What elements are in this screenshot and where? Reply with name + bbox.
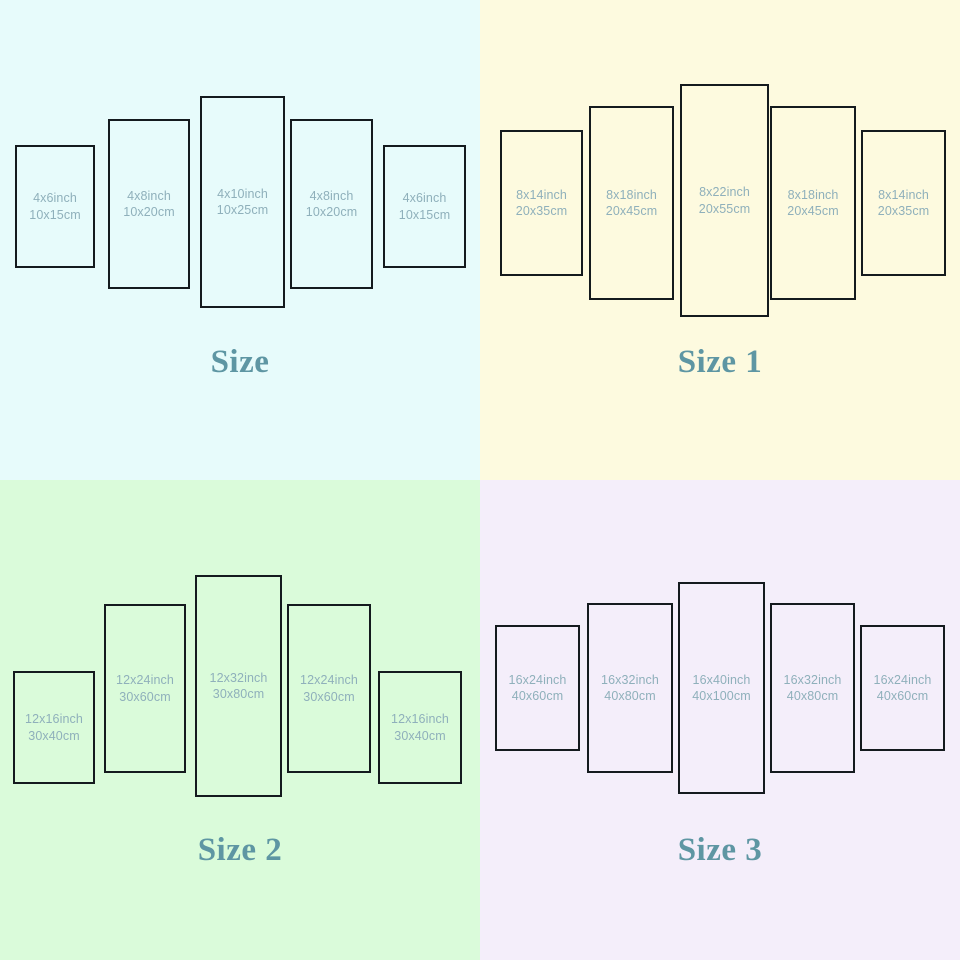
panel-dimension-label: 4x8inch 10x20cm [306, 188, 357, 221]
size-panel-size-5[interactable]: 4x6inch 10x15cm [383, 145, 466, 268]
panel-dimension-inch: 12x24inch [300, 673, 358, 687]
panel-dimension-inch: 4x8inch [309, 188, 354, 203]
panel-dimension-inch: 8x14inch [878, 187, 929, 202]
panel-dimension-label: 8x14inch 20x35cm [516, 187, 567, 220]
size-panel-size-1-1[interactable]: 8x14inch 20x35cm [500, 130, 583, 276]
size-panel-size-2-5[interactable]: 12x16inch 30x40cm [378, 671, 462, 784]
size-panel-size-2-1[interactable]: 12x16inch 30x40cm [13, 671, 95, 784]
size-panel-size-1-3[interactable]: 8x22inch 20x55cm [680, 84, 769, 317]
panel-dimension-inch: 16x24inch [508, 672, 567, 687]
panel-dimension-cm: 10x15cm [29, 207, 81, 222]
panel-dimension-label: 4x10inch 10x25cm [217, 186, 268, 219]
panel-dimension-cm: 30x60cm [303, 689, 355, 704]
quadrant-title-size: Size [210, 344, 270, 380]
panel-dimension-inch: 12x16inch [391, 712, 449, 726]
panel-dimension-inch: 16x32inch [783, 672, 842, 687]
size-panel-size-2-4[interactable]: 12x24inch 30x60cm [287, 604, 371, 773]
size-panel-size-3-2[interactable]: 16x32inch 40x80cm [587, 603, 673, 773]
panel-dimension-label: 12x32inch 30x80cm [210, 670, 268, 703]
panel-dimension-label: 4x6inch 10x15cm [29, 190, 80, 223]
panel-group-size-1: 8x14inch 20x35cm 8x18inch 20x45cm 8x22inch 20… [480, 0, 960, 480]
size-panel-size-1[interactable]: 4x6inch 10x15cm [15, 145, 95, 268]
panel-dimension-label: 16x24inch 40x60cm [874, 672, 932, 705]
panel-dimension-label: 8x14inch 20x35cm [878, 187, 929, 220]
panel-dimension-cm: 20x45cm [605, 204, 658, 218]
panel-group-size-3: 16x24inch 40x60cm 16x32inch 40x80cm 16x40inc… [480, 480, 960, 960]
panel-dimension-cm: 40x100cm [692, 689, 751, 703]
panel-group-size: 4x6inch 10x15cm 4x8inch 10x20cm 4x10inch 10x2… [0, 0, 480, 480]
size-panel-size-2[interactable]: 4x8inch 10x20cm [108, 119, 190, 289]
size-panel-size-3-1[interactable]: 16x24inch 40x60cm [495, 625, 580, 751]
panel-dimension-inch: 4x8inch [127, 188, 171, 203]
panel-dimension-cm: 30x40cm [394, 728, 446, 743]
panel-dimension-cm: 20x45cm [787, 204, 839, 218]
size-panel-size-1-2[interactable]: 8x18inch 20x45cm [589, 106, 674, 300]
quadrant-title-size-3: Size 3 [677, 832, 763, 868]
panel-dimension-inch: 16x24inch [873, 672, 932, 687]
panel-dimension-inch: 8x14inch [516, 187, 567, 202]
quadrant-size-1: 8x14inch 20x35cm 8x18inch 20x45cm 8x22inch 20… [480, 0, 960, 480]
panel-dimension-inch: 4x10inch [217, 186, 268, 201]
panel-group-size-2: 12x16inch 30x40cm 12x24inch 30x60cm 12x32inc… [0, 480, 480, 960]
quadrant-size: 4x6inch 10x15cm 4x8inch 10x20cm 4x10inch 10x2… [0, 0, 480, 480]
panel-dimension-label: 12x16inch 30x40cm [25, 711, 83, 744]
size-panel-size-3-3[interactable]: 16x40inch 40x100cm [678, 582, 765, 794]
panel-dimension-cm: 20x35cm [515, 204, 568, 218]
panel-dimension-cm: 30x40cm [28, 728, 80, 743]
size-panel-size-3-5[interactable]: 16x24inch 40x60cm [860, 625, 945, 751]
size-panel-size-2-3[interactable]: 12x32inch 30x80cm [195, 575, 282, 797]
panel-dimension-inch: 12x16inch [25, 712, 83, 726]
panel-dimension-cm: 40x80cm [786, 689, 839, 703]
panel-dimension-cm: 40x60cm [876, 689, 929, 703]
panel-dimension-cm: 10x15cm [398, 207, 451, 222]
size-panel-size-4[interactable]: 4x8inch 10x20cm [290, 119, 373, 289]
panel-dimension-inch: 8x18inch [787, 187, 839, 202]
size-panel-size-3[interactable]: 4x10inch 10x25cm [200, 96, 285, 308]
panel-dimension-label: 8x22inch 20x55cm [699, 184, 750, 217]
panel-dimension-label: 12x16inch 30x40cm [391, 711, 449, 744]
panel-dimension-cm: 40x80cm [604, 689, 656, 703]
panel-dimension-cm: 30x80cm [212, 687, 265, 701]
panel-dimension-cm: 20x55cm [698, 201, 751, 216]
size-panel-size-3-4[interactable]: 16x32inch 40x80cm [770, 603, 855, 773]
panel-dimension-cm: 20x35cm [877, 204, 930, 218]
panel-dimension-inch: 12x24inch [116, 673, 174, 687]
panel-dimension-label: 8x18inch 20x45cm [606, 187, 657, 220]
panel-dimension-cm: 30x60cm [119, 689, 171, 704]
panel-dimension-label: 8x18inch 20x45cm [787, 187, 838, 220]
size-panel-size-1-5[interactable]: 8x14inch 20x35cm [861, 130, 946, 276]
panel-dimension-inch: 4x6inch [402, 191, 447, 205]
quadrant-size-2: 12x16inch 30x40cm 12x24inch 30x60cm 12x32inc… [0, 480, 480, 960]
panel-dimension-cm: 10x25cm [216, 203, 269, 217]
panel-dimension-inch: 16x40inch [692, 672, 751, 687]
quadrant-size-3: 16x24inch 40x60cm 16x32inch 40x80cm 16x40inc… [480, 480, 960, 960]
panel-dimension-label: 16x24inch 40x60cm [509, 672, 567, 705]
panel-dimension-label: 12x24inch 30x60cm [300, 672, 358, 705]
panel-dimension-label: 4x8inch 10x20cm [123, 188, 174, 221]
panel-dimension-label: 16x40inch 40x100cm [692, 672, 750, 705]
panel-dimension-inch: 4x6inch [33, 191, 77, 205]
panel-dimension-inch: 8x18inch [606, 187, 657, 202]
panel-dimension-label: 16x32inch 40x80cm [601, 672, 659, 705]
panel-dimension-label: 4x6inch 10x15cm [399, 190, 450, 223]
panel-dimension-label: 16x32inch 40x80cm [784, 672, 842, 705]
panel-dimension-inch: 12x32inch [209, 670, 268, 685]
quadrant-title-size-1: Size 1 [677, 344, 763, 380]
quadrant-title-size-2: Size 2 [197, 832, 283, 868]
size-panel-size-1-4[interactable]: 8x18inch 20x45cm [770, 106, 856, 300]
panel-dimension-inch: 16x32inch [601, 672, 659, 687]
panel-dimension-inch: 8x22inch [699, 185, 750, 199]
size-panel-size-2-2[interactable]: 12x24inch 30x60cm [104, 604, 186, 773]
panel-dimension-cm: 10x20cm [123, 205, 175, 219]
panel-dimension-cm: 10x20cm [305, 205, 358, 219]
panel-dimension-cm: 40x60cm [511, 689, 564, 703]
panel-dimension-label: 12x24inch 30x60cm [116, 672, 174, 705]
